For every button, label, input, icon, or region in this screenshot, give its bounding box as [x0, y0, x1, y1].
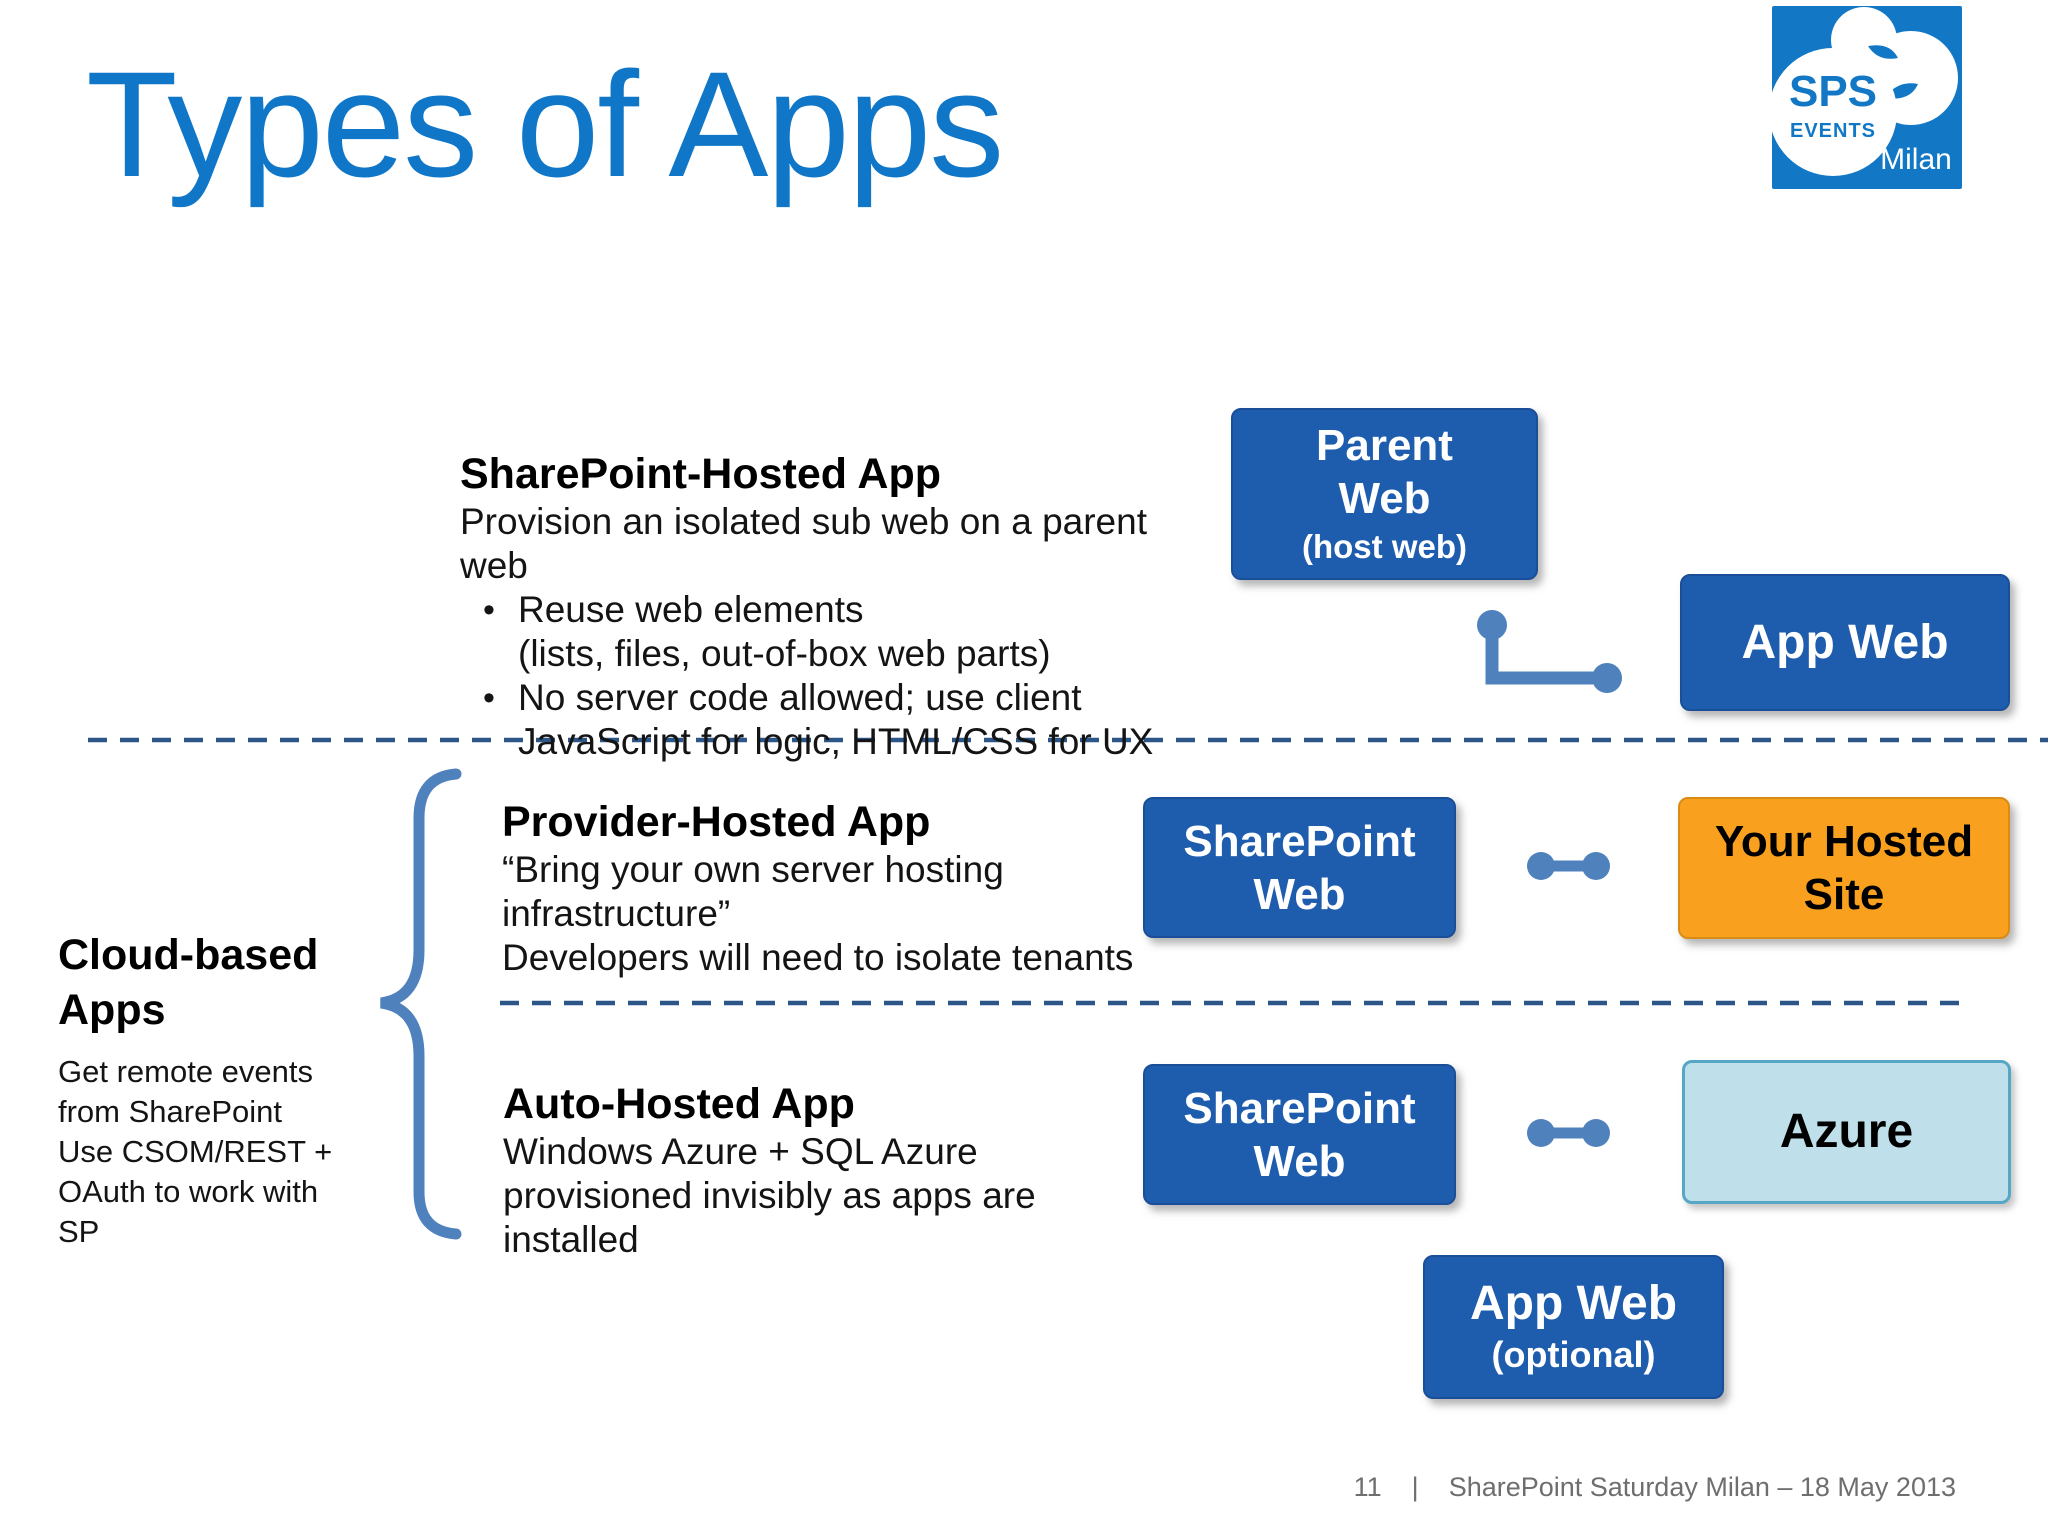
box-label-line: Your Hosted	[1714, 817, 1974, 866]
sps-events-milan-logo: SPS EVENTS Milan	[1772, 6, 1962, 189]
cloud-body-line: OAuth to work with	[58, 1174, 319, 1209]
page-title: Types of Apps	[86, 40, 1004, 208]
footer-event: SharePoint Saturday Milan – 18 May 2013	[1448, 1472, 1956, 1502]
your-hosted-site-box: Your Hosted Site	[1678, 797, 2010, 939]
section-heading: Provider-Hosted App	[502, 798, 931, 846]
dumbbell-provider-dot-left	[1527, 852, 1555, 880]
section-line: installed	[503, 1219, 639, 1260]
curly-brace	[379, 768, 462, 1240]
section-auto-hosted: Auto-Hosted App Windows Azure + SQL Azur…	[503, 1078, 1143, 1262]
box-label: Azure	[1779, 1105, 1914, 1158]
azure-box: Azure	[1682, 1060, 2011, 1204]
section-intro: Provision an isolated sub web on a paren…	[460, 501, 1147, 586]
section-provider-hosted: Provider-Hosted App “Bring your own serv…	[502, 796, 1142, 980]
section-heading: Auto-Hosted App	[503, 1080, 855, 1128]
elbow-connector-dot-end	[1592, 663, 1622, 693]
sharepoint-web-box-provider: SharePoint Web	[1143, 797, 1456, 938]
box-label-line: Web	[1338, 474, 1431, 523]
box-label-line: Web	[1253, 869, 1346, 919]
section-line: infrastructure”	[502, 893, 731, 934]
box-label-line: SharePoint	[1183, 1083, 1416, 1133]
section-line: “Bring your own server hosting	[502, 849, 1004, 890]
elbow-connector	[1485, 625, 1607, 685]
dumbbell-auto-dot-left	[1527, 1119, 1555, 1147]
section-line: Windows Azure + SQL Azure	[503, 1131, 978, 1172]
logo-graphic: SPS EVENTS Milan	[1772, 6, 1962, 189]
bullet-glyph: •	[483, 679, 495, 717]
cloud-body-line: from SharePoint	[58, 1094, 282, 1129]
cloud-body-line: Use CSOM/REST +	[58, 1134, 333, 1169]
app-web-optional-box: App Web (optional)	[1423, 1255, 1724, 1399]
bullet-line: JavaScript for logic, HTML/CSS for UX	[518, 721, 1154, 762]
section-cloud-based-apps: Cloud-based Apps Get remote events from …	[58, 928, 388, 1252]
elbow-connector-dot-start	[1477, 610, 1507, 640]
box-label-line: Web	[1253, 1136, 1346, 1186]
slide-footer: 11 | SharePoint Saturday Milan – 18 May …	[1354, 1472, 1956, 1503]
section-line: Developers will need to isolate tenants	[502, 937, 1134, 978]
page-number: 11	[1353, 1472, 1382, 1502]
parent-web-box: Parent Web (host web)	[1231, 408, 1538, 580]
sharepoint-web-box-auto: SharePoint Web	[1143, 1064, 1456, 1205]
app-web-box: App Web	[1680, 574, 2010, 711]
cloud-heading-line: Apps	[58, 986, 166, 1034]
box-sublabel: (optional)	[1491, 1334, 1656, 1375]
bullet-line: (lists, files, out-of-box web parts)	[518, 633, 1051, 674]
cloud-body-line: SP	[58, 1214, 100, 1249]
box-label-line: Parent	[1316, 421, 1453, 470]
box-sublabel: (host web)	[1302, 528, 1467, 565]
bullet-glyph: •	[483, 591, 495, 629]
box-label-line: Site	[1803, 870, 1885, 919]
logo-city-text: Milan	[1880, 143, 1952, 176]
bullet-line: Reuse web elements	[518, 589, 864, 630]
section-line: provisioned invisibly as apps are	[503, 1175, 1036, 1216]
section-sharepoint-hosted: SharePoint-Hosted App Provision an isola…	[460, 448, 1220, 764]
box-label-line: SharePoint	[1183, 816, 1416, 866]
bullet-item: • No server code allowed; use client Jav…	[460, 676, 1220, 764]
cloud-heading-line: Cloud-based	[58, 931, 319, 979]
dumbbell-auto-dot-right	[1582, 1119, 1610, 1147]
dumbbell-provider-dot-right	[1582, 852, 1610, 880]
bullet-item: • Reuse web elements (lists, files, out-…	[460, 588, 1220, 676]
box-label-line: App Web	[1469, 1277, 1678, 1330]
logo-sps-text: SPS	[1789, 67, 1877, 116]
cloud-body-line: Get remote events	[58, 1054, 314, 1089]
logo-events-text: EVENTS	[1790, 120, 1876, 142]
footer-separator: |	[1411, 1472, 1419, 1502]
section-heading: SharePoint-Hosted App	[460, 450, 941, 498]
bullet-line: No server code allowed; use client	[518, 677, 1082, 718]
box-label: App Web	[1741, 615, 1949, 669]
